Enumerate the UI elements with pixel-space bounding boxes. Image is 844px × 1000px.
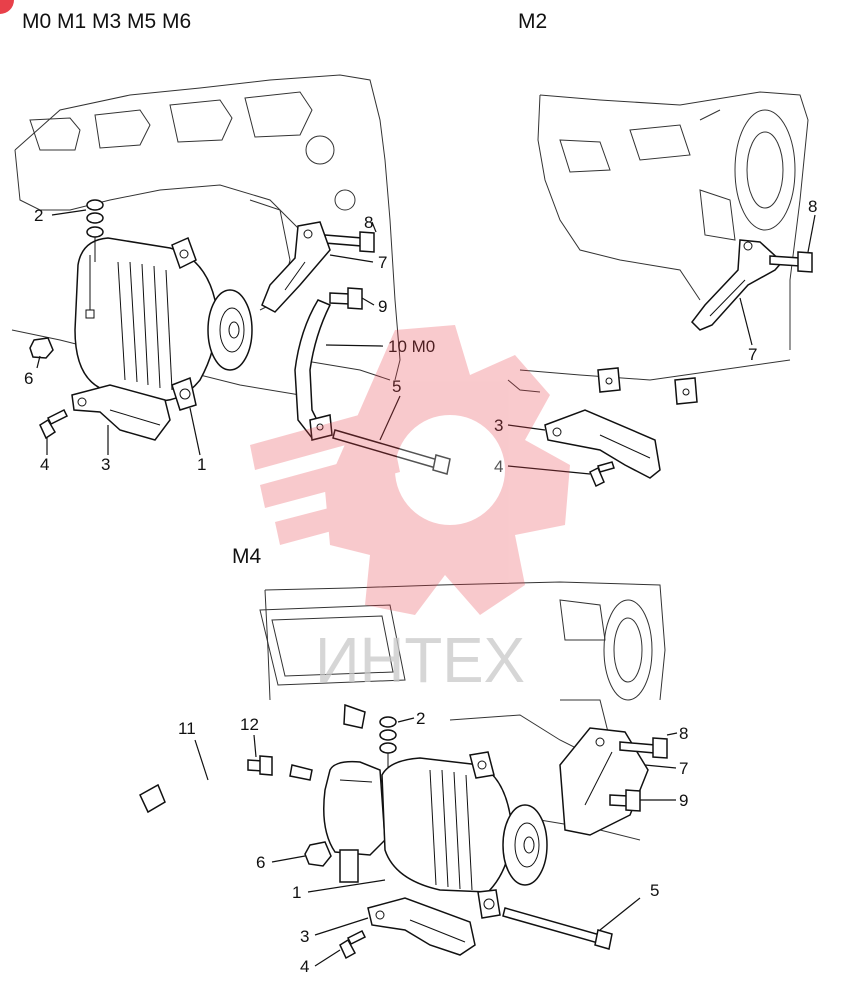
bolt-4-top-right [589, 461, 615, 488]
leader-lines-top-left [36, 209, 401, 456]
nut-6-bottom [304, 841, 332, 867]
label-6-bottom: 6 [256, 853, 265, 872]
watermark-text: ИНТЕХ [315, 624, 525, 696]
watermark-gear-icon [325, 325, 570, 615]
watermark-stripe [260, 448, 400, 508]
bolt-9-top-left [329, 287, 363, 310]
label-1-bottom: 1 [292, 883, 301, 902]
watermark-gear-hole [395, 415, 505, 525]
label-5-top-left: 5 [392, 377, 401, 396]
label-8-top-right: 8 [808, 197, 817, 216]
support-3-bottom [367, 897, 476, 956]
bolt-4-top-left [39, 408, 69, 440]
label-2-bottom: 2 [416, 709, 425, 728]
title-top-right: M2 [518, 10, 547, 33]
alternator-top-left [74, 236, 253, 411]
alternator-bottom [381, 751, 548, 919]
label-4-bottom: 4 [300, 957, 309, 976]
label-4-top-right: 4 [494, 457, 503, 476]
label-9-top-left: 9 [378, 297, 387, 316]
bolt-8-top-right [769, 251, 813, 273]
label-8-bottom: 8 [679, 724, 688, 743]
bolt-8-bottom [619, 737, 668, 759]
watermark-logo [250, 325, 570, 615]
vacuum-pump-bottom [323, 760, 386, 883]
bolt-4-bottom [339, 929, 367, 960]
engine-block-top-right [507, 91, 809, 405]
label-10-m0-top-left: 10 M0 [388, 337, 435, 356]
leader-lines-top-right [507, 214, 816, 475]
label-6-top-left: 6 [24, 369, 33, 388]
label-5-bottom: 5 [650, 881, 659, 900]
link-10-top-left [294, 299, 333, 441]
corner-badge [0, 0, 14, 14]
label-11-bottom: 11 [178, 719, 196, 738]
bracket-7-top-left [261, 221, 331, 313]
pipe-11-bottom [139, 699, 366, 814]
washers-2-bottom [379, 716, 397, 775]
bolt-12-bottom [247, 755, 273, 776]
bolt-8-top-left [324, 231, 375, 253]
label-7-top-left: 7 [378, 253, 387, 272]
title-bottom: M4 [232, 545, 261, 568]
support-3-top-right [544, 409, 661, 479]
label-7-bottom: 7 [679, 759, 688, 778]
label-3-top-left: 3 [101, 455, 110, 474]
leader-lines-bottom [194, 717, 678, 967]
long-bolt-5-bottom [502, 907, 613, 950]
label-8-top-left: 8 [364, 213, 373, 232]
nut-6-top-left [29, 337, 54, 359]
label-2-top-left: 2 [34, 206, 43, 225]
label-1-top-left: 1 [197, 455, 206, 474]
label-4-top-left: 4 [40, 455, 49, 474]
label-12-bottom: 12 [240, 715, 259, 734]
washers-2-top-left [86, 199, 104, 262]
bolt-9-bottom [609, 789, 641, 812]
label-7-top-right: 7 [748, 345, 757, 364]
watermark-stripe [250, 405, 400, 470]
title-top-left: M0 M1 M3 M5 M6 [22, 10, 191, 33]
watermark-stripe [275, 490, 402, 545]
label-9-bottom: 9 [679, 791, 688, 810]
label-3-bottom: 3 [300, 927, 309, 946]
engine-block-bottom [259, 581, 666, 841]
label-3-top-right: 3 [494, 416, 503, 435]
bracket-7-top-right [691, 239, 784, 331]
support-3-top-left [71, 384, 171, 441]
long-bolt-5-top-left [332, 429, 451, 475]
